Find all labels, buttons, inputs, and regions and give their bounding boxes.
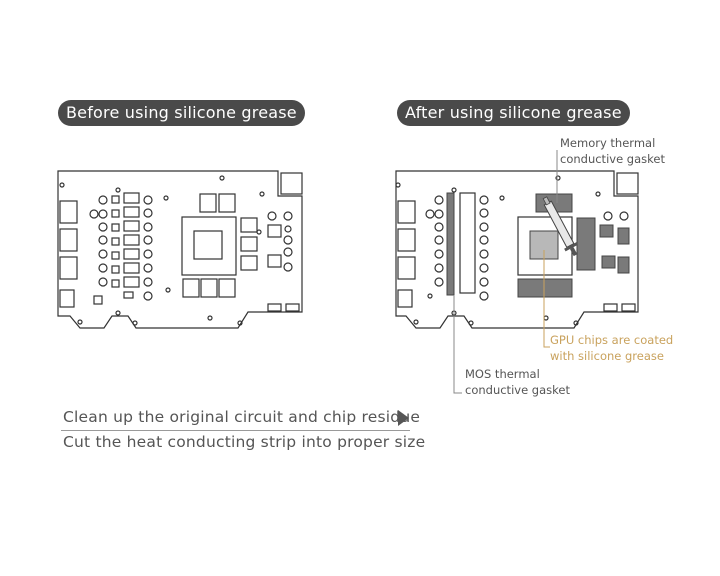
mos-callout-line1: MOS thermal — [465, 367, 540, 381]
memory-gasket-right — [576, 217, 596, 271]
mos-gasket-callout: MOS thermal conductive gasket — [465, 366, 570, 398]
after-title: After using silicone grease — [397, 100, 630, 126]
gpu-callout-line2: with silicone grease — [550, 349, 664, 363]
memory-gasket-callout: Memory thermal conductive gasket — [560, 135, 665, 167]
step-clean-up: Clean up the original circuit and chip r… — [63, 408, 421, 426]
step-divider — [61, 430, 410, 431]
grease-syringe — [542, 196, 578, 257]
gpu-callout-line1: GPU chips are coated — [550, 333, 674, 347]
before-title: Before using silicone grease — [58, 100, 305, 126]
memory-gasket-bottom — [517, 278, 573, 298]
step-cut-strip: Cut the heat conducting strip into prope… — [63, 433, 426, 451]
mos-gasket-strip — [446, 192, 455, 296]
memory-callout-line1: Memory thermal — [560, 136, 656, 150]
gpu-grease-callout: GPU chips are coated with silicone greas… — [550, 332, 673, 364]
memory-callout-line2: conductive gasket — [560, 152, 665, 166]
mos-callout-line2: conductive gasket — [465, 383, 570, 397]
play-arrow-icon — [398, 410, 409, 426]
